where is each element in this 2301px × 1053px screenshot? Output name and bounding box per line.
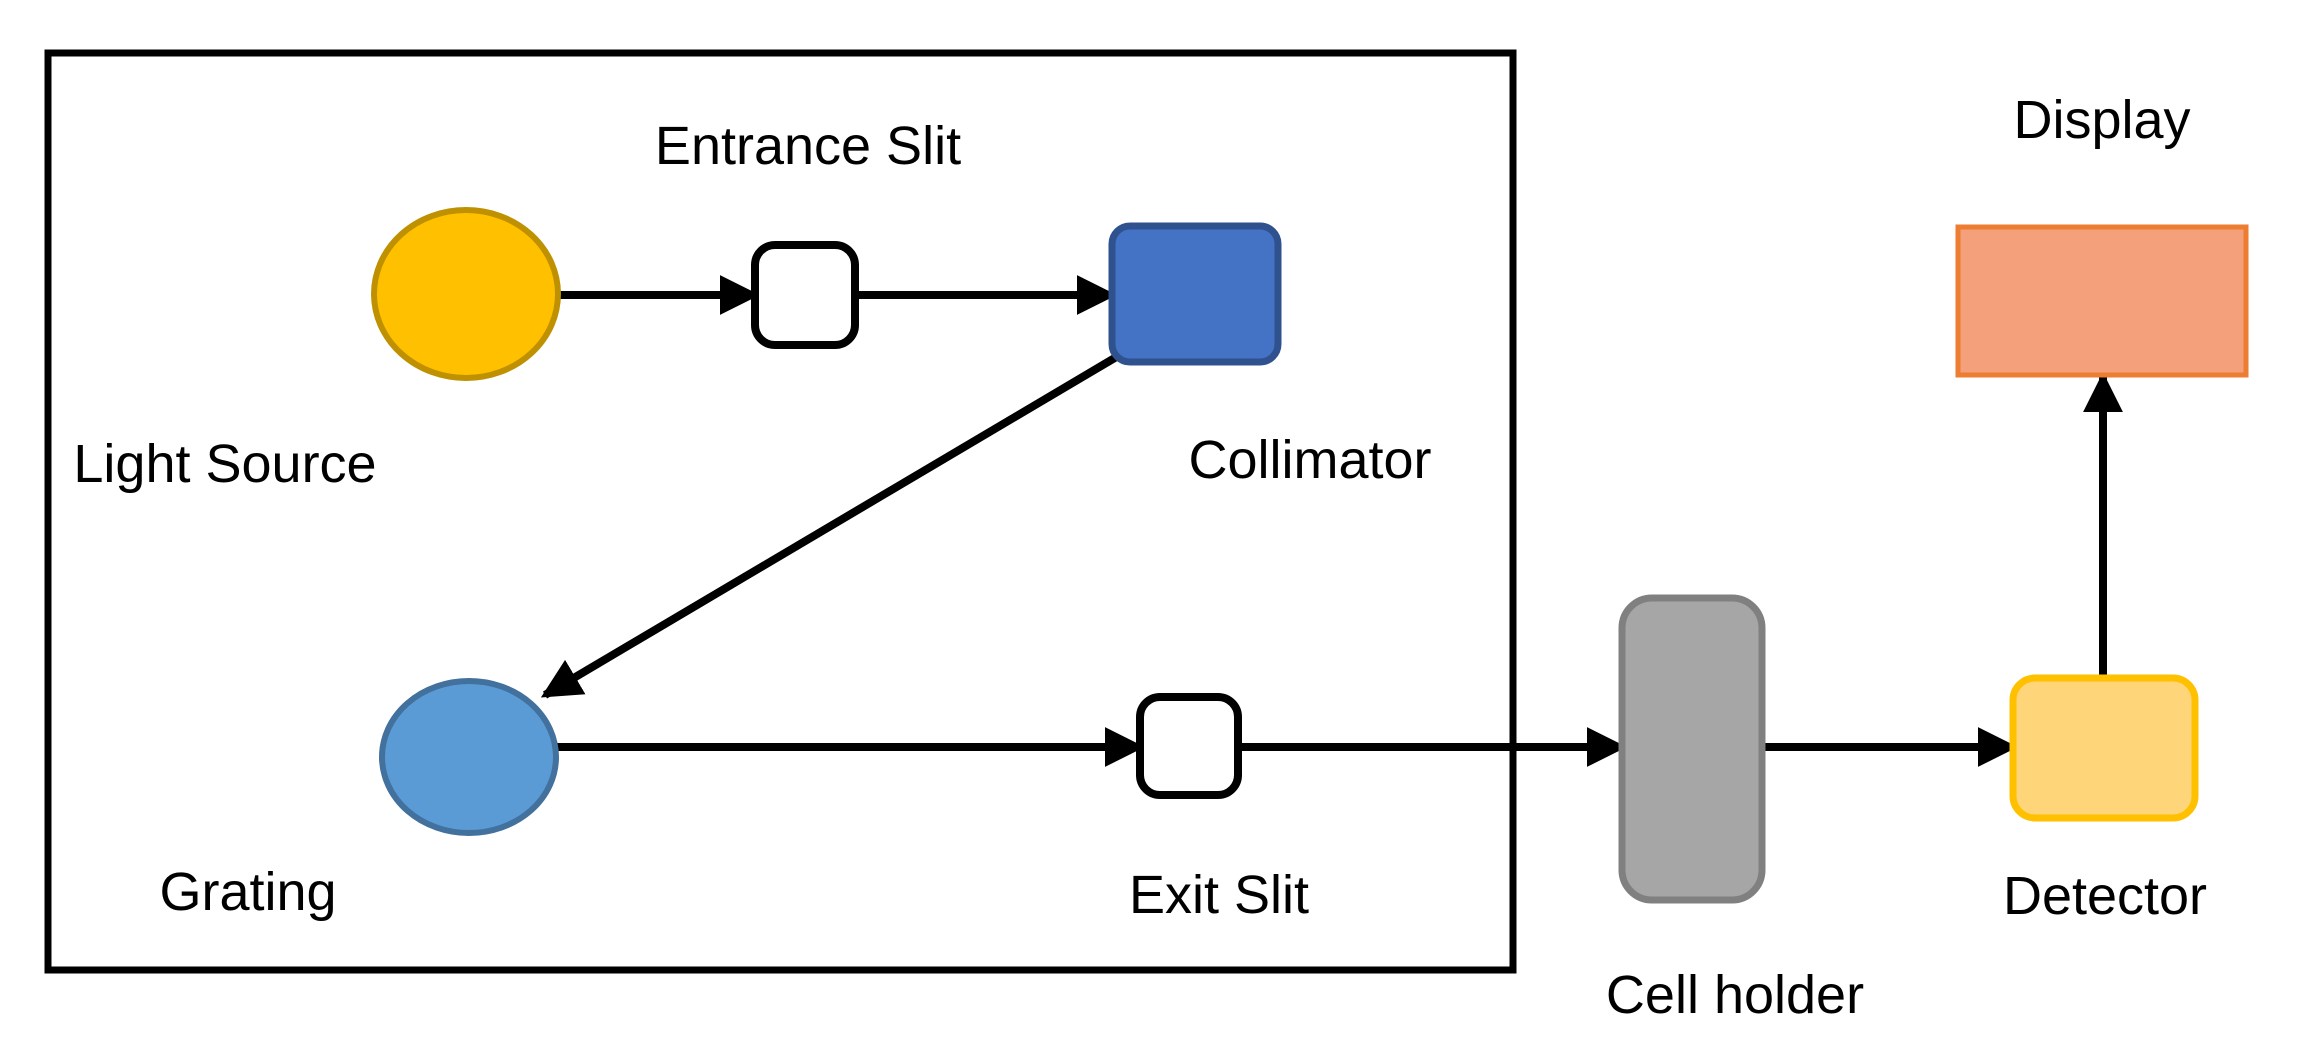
label-collimator: Collimator: [1188, 430, 1431, 490]
edge-layer: [540, 275, 2123, 767]
monochromator-enclosure-box: [44, 49, 1517, 974]
label-cell-holder: Cell holder: [1606, 965, 1864, 1025]
label-grating: Grating: [159, 862, 336, 922]
arrow-collimator-to-grating: [540, 352, 1121, 699]
node-entrance-slit[interactable]: [751, 241, 859, 349]
node-detector[interactable]: [2009, 674, 2199, 822]
label-exit-slit: Exit Slit: [1129, 865, 1309, 925]
node-layer: [371, 207, 2249, 904]
node-display[interactable]: [1955, 224, 2249, 378]
node-collimator[interactable]: [1108, 222, 1282, 366]
node-light-source[interactable]: [371, 207, 561, 381]
node-exit-slit[interactable]: [1136, 693, 1242, 799]
label-display: Display: [2013, 90, 2190, 150]
label-layer: Light Source Entrance Slit Collimator Gr…: [73, 90, 2207, 1025]
node-grating[interactable]: [379, 678, 559, 836]
node-cell-holder[interactable]: [1618, 594, 1766, 904]
label-light-source: Light Source: [73, 434, 376, 494]
label-entrance-slit: Entrance Slit: [655, 116, 961, 176]
label-detector: Detector: [2003, 866, 2207, 926]
